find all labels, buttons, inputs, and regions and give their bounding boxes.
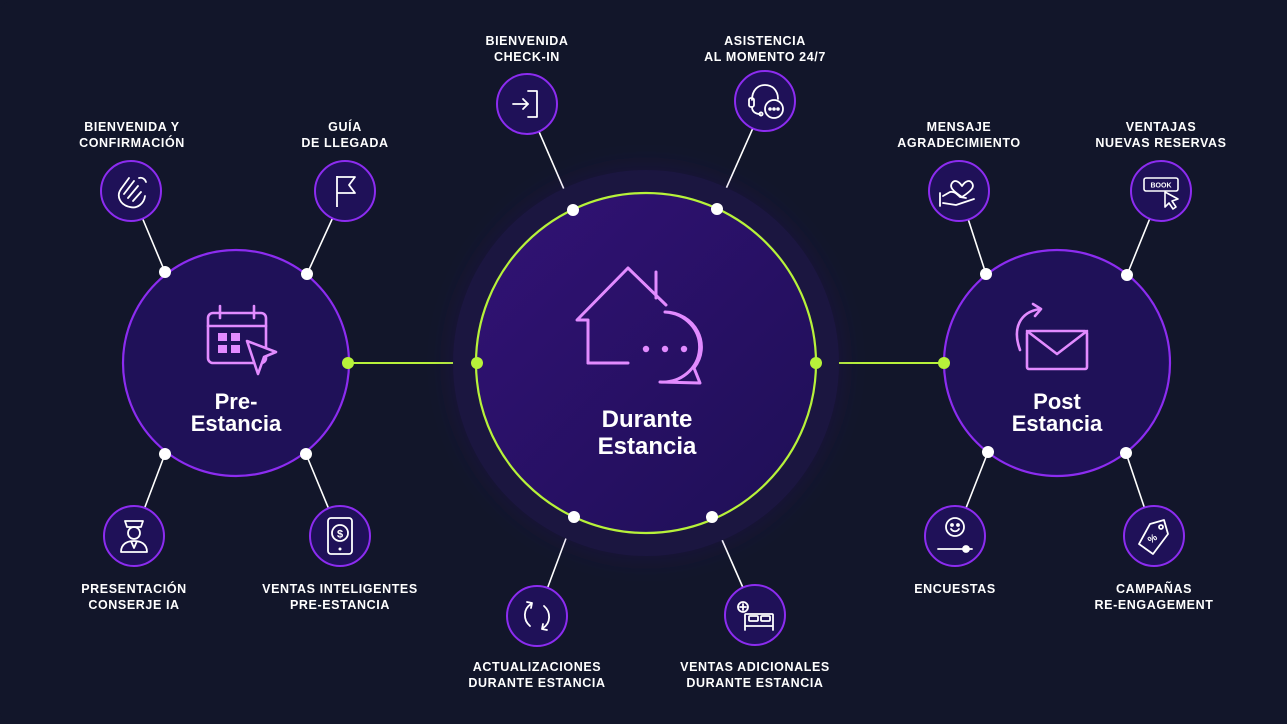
step-label: VENTAS ADICIONALES DURANTE ESTANCIA [680,659,830,691]
hub-title-line: Post [1033,389,1081,414]
white-dot [300,448,312,460]
label-line: DURANTE ESTANCIA [468,676,606,690]
green-dot [810,357,822,369]
label-line: VENTAS ADICIONALES [680,660,830,674]
headset-chat-icon [748,84,784,119]
hub-title-pre: Pre- Estancia [191,391,282,435]
svg-text:$: $ [337,529,343,541]
step-label: VENTAS INTELIGENTES PRE-ESTANCIA [262,581,418,613]
label-line: AGRADECIMIENTO [897,136,1021,150]
step-mensaje-agradecimiento [928,160,990,222]
label-line: BIENVENIDA [485,34,569,48]
step-label: GUÍA DE LLEGADA [301,119,388,151]
step-ventas-inteligentes: $ [309,505,371,567]
step-label: ACTUALIZACIONES DURANTE ESTANCIA [468,659,605,691]
refresh-icon [523,601,551,631]
step-guia-llegada [314,160,376,222]
step-label: VENTAJAS NUEVAS RESERVAS [1095,119,1226,151]
hub-durante-estancia [441,158,851,568]
concierge-icon [120,520,148,553]
step-campanas-reengagement: % [1123,505,1185,567]
smiley-slider-icon [937,517,973,553]
label-line: RE-ENGAGEMENT [1094,598,1214,612]
label-line: CONFIRMACIÓN [79,136,185,150]
white-dot [982,446,994,458]
step-bienvenida-checkin [496,73,558,135]
step-bienvenida-confirmacion [100,160,162,222]
dollar-tablet-icon: $ [327,517,353,555]
white-dot [1120,447,1132,459]
hub-title-line: Estancia [1011,411,1103,436]
hub-title-line: Estancia [597,433,697,460]
label-line: NUEVAS RESERVAS [1095,136,1227,150]
white-dot [568,511,580,523]
step-label: ASISTENCIA AL MOMENTO 24/7 [704,33,826,65]
step-ventas-adicionales [724,584,786,646]
hub-pre-estancia [121,248,351,478]
step-label: MENSAJE AGRADECIMIENTO [897,119,1020,151]
label-line: MENSAJE [926,120,992,134]
label-line: CAMPAÑAS [1115,582,1193,596]
bed-plus-icon [737,601,774,631]
green-dot [471,357,483,369]
step-asistencia-247 [734,70,796,132]
white-dot [980,268,992,280]
white-dot [1121,269,1133,281]
label-line: PRESENTACIÓN [81,582,187,596]
hub-title-post: Post Estancia [1012,391,1103,435]
label-line: VENTAJAS [1125,120,1197,134]
house-chat-icon [575,266,703,385]
step-label: ENCUESTAS [914,581,996,597]
hub-post-estancia [942,248,1172,478]
hub-ring [942,248,1172,478]
hub-ring [474,191,818,535]
step-encuestas [924,505,986,567]
label-line: DURANTE ESTANCIA [686,676,824,690]
hub-title-line: Estancia [190,411,282,436]
step-label: BIENVENIDA CHECK-IN [485,33,568,65]
white-dot [159,266,171,278]
step-label: PRESENTACIÓN CONSERJE IA [81,581,187,613]
calendar-click-icon [206,304,278,376]
label-line: DE LLEGADA [301,136,389,150]
label-line: CONSERJE IA [88,598,180,612]
white-dot [159,448,171,460]
label-line: BIENVENIDA Y [84,120,180,134]
label-line: AL MOMENTO 24/7 [704,50,826,64]
mail-resend-icon [1015,302,1089,371]
white-dot [711,203,723,215]
connection-dots [159,203,1133,523]
step-icons: $ [100,70,1192,647]
hub-title-during: Durante Estancia [598,406,697,460]
green-dot [342,357,354,369]
flag-icon [336,176,356,207]
sign-in-icon [512,90,538,118]
step-label: BIENVENIDA Y CONFIRMACIÓN [79,119,185,151]
label-line: ASISTENCIA [724,34,806,48]
heart-hand-icon [939,180,975,207]
label-line: CHECK-IN [494,50,560,64]
green-dot [938,357,950,369]
label-line: GUÍA [328,120,362,134]
book-label: BOOK [1151,183,1172,190]
waving-hand-icon [117,176,147,209]
step-actualizaciones [506,585,568,647]
step-presentacion-conserje [103,505,165,567]
step-ventajas-reservas: BOOK [1130,160,1192,222]
white-dot [567,204,579,216]
book-button-icon: BOOK [1143,177,1179,210]
label-line: VENTAS INTELIGENTES [262,582,418,596]
hub-title-line: Pre- [214,389,258,414]
white-dot [301,268,313,280]
label-line: PRE-ESTANCIA [289,598,391,612]
step-label: CAMPAÑAS RE-ENGAGEMENT [1095,581,1214,613]
label-line: ACTUALIZACIONES [472,660,602,674]
label-line: ENCUESTAS [914,582,996,596]
hub-title-line: Durante [601,406,693,433]
white-dot [706,511,718,523]
